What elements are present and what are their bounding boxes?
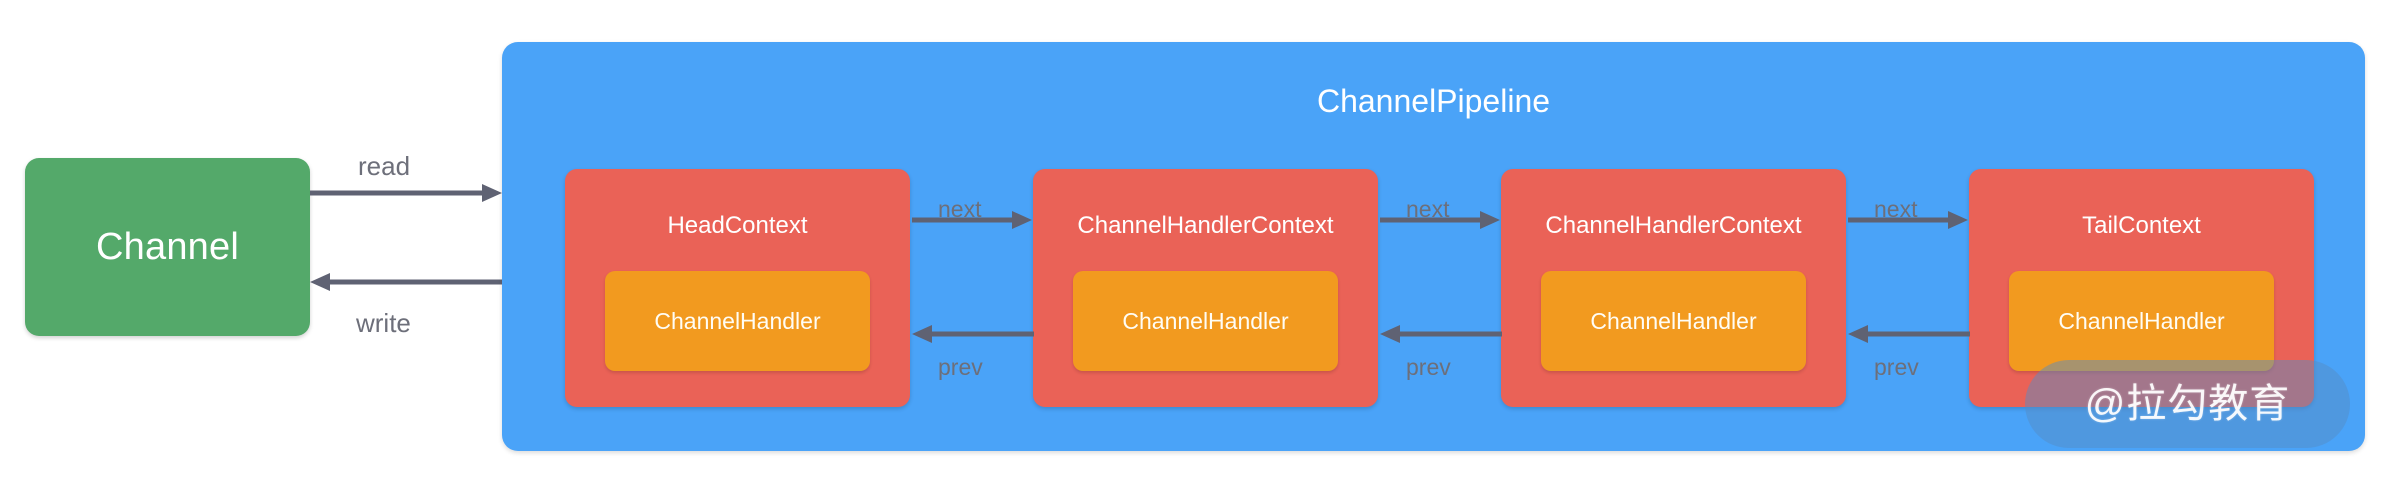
context-node-label: HeadContext [667,212,808,239]
context-node-2: ChannelHandlerContext ChannelHandler [1501,169,1846,407]
channel-handler-label: ChannelHandler [654,307,821,334]
channel-pipeline-title: ChannelPipeline [1316,83,1551,119]
edge-label-prev-2: prev [1874,354,1919,380]
channel-handler-label: ChannelHandler [2058,307,2225,334]
context-node-label: ChannelHandlerContext [1077,212,1334,239]
watermark-text: @拉勾教育 [2084,382,2291,426]
watermark-badge: @拉勾教育 [2025,360,2350,448]
edge-label-prev-1: prev [1406,354,1451,380]
channel-handler-node: ChannelHandler [1073,271,1338,371]
context-node-label: TailContext [2082,212,2201,239]
channel-handler-node: ChannelHandler [605,271,870,371]
channel-node-label: Channel [96,226,239,268]
edge-label-prev-0: prev [938,354,983,380]
edge-label-next-1: next [1406,196,1450,222]
channel-handler-label: ChannelHandler [1122,307,1289,334]
edge-label-next-2: next [1874,196,1918,222]
write-arrow [310,273,504,291]
channel-node: Channel [25,158,310,336]
edge-label-next-0: next [938,196,982,222]
channel-handler-node: ChannelHandler [2009,271,2274,371]
context-node-head: HeadContext ChannelHandler [565,169,910,407]
channel-handler-node: ChannelHandler [1541,271,1806,371]
edge-label-write: write [356,308,411,338]
read-arrow [310,184,502,202]
edge-label-read: read [358,151,411,181]
channel-handler-label: ChannelHandler [1590,307,1757,334]
context-node-tail: TailContext ChannelHandler [1969,169,2314,407]
context-node-1: ChannelHandlerContext ChannelHandler [1033,169,1378,407]
context-node-label: ChannelHandlerContext [1545,212,1802,239]
